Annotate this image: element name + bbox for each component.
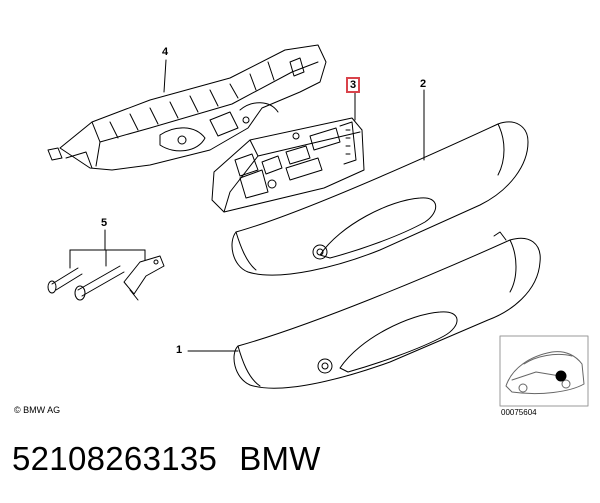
callout-3-highlighted: 3 bbox=[346, 77, 361, 93]
part-5-screws bbox=[47, 255, 165, 301]
brand-name: BMW bbox=[239, 440, 321, 477]
parts-diagram bbox=[47, 44, 589, 407]
callout-4: 4 bbox=[162, 46, 169, 58]
part-1-seat-cover-trim bbox=[233, 231, 541, 389]
diagram-reference-number: 00075604 bbox=[501, 408, 537, 417]
part-2-seat-cover-trim bbox=[231, 121, 529, 276]
part-3-seat-switch bbox=[211, 117, 365, 213]
part-4-seat-mechanism bbox=[47, 44, 327, 171]
callout-2: 2 bbox=[420, 78, 427, 90]
callout-1: 1 bbox=[176, 344, 183, 356]
vehicle-location-inset bbox=[499, 335, 589, 407]
callout-5: 5 bbox=[101, 217, 108, 229]
copyright-notice: © BMW AG bbox=[14, 405, 61, 415]
part-number: 52108263135 bbox=[12, 440, 218, 477]
footer-caption: 52108263135 BMW bbox=[12, 440, 321, 478]
callout-leaders bbox=[69, 59, 425, 352]
